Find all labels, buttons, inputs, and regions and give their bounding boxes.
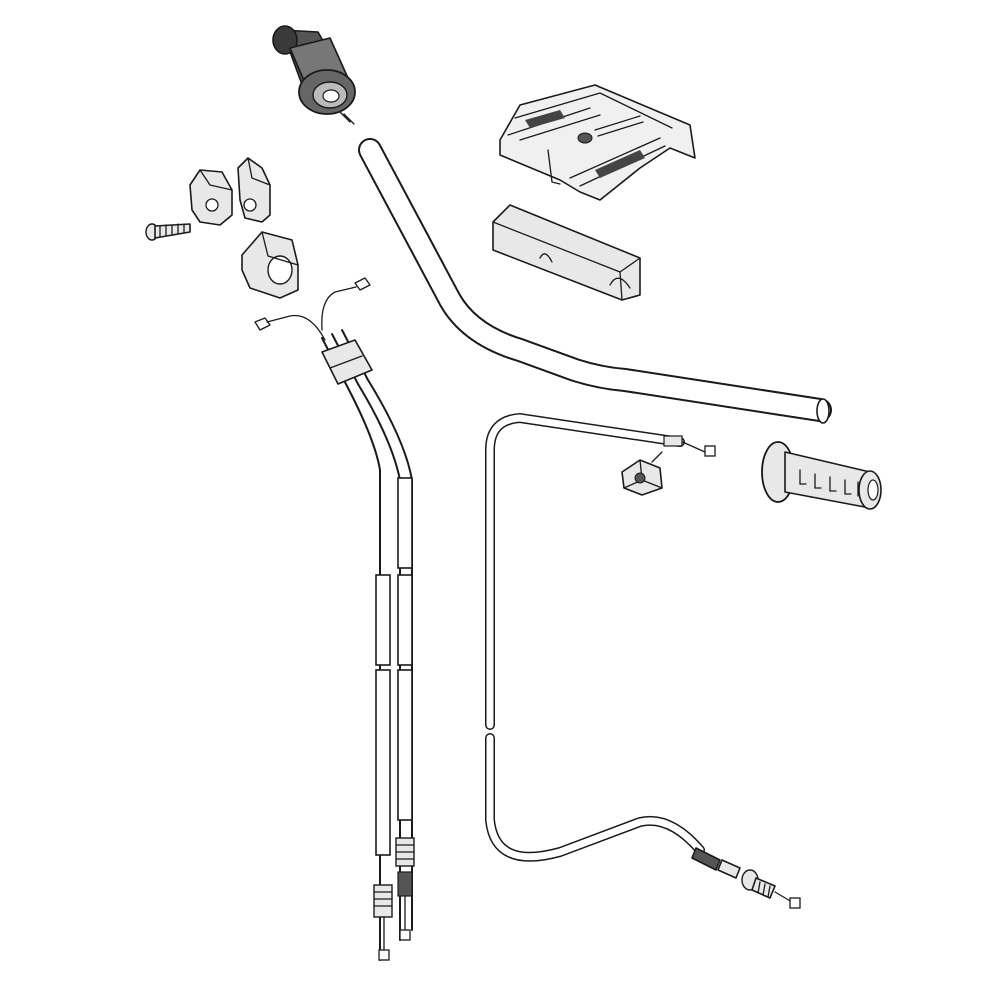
screw [145,223,191,241]
holder-lower [241,231,299,299]
handlebar-pad-cover [499,84,696,201]
holder-upper-2 [237,157,271,223]
handlebar [358,138,832,424]
throttle-cables [254,277,415,961]
holder-upper-1 [189,169,233,226]
throttle-grip [272,25,356,125]
clutch-cable [485,412,801,909]
left-grip [761,441,882,510]
cable-adjuster [621,451,663,496]
handlebar-pad [492,204,641,301]
